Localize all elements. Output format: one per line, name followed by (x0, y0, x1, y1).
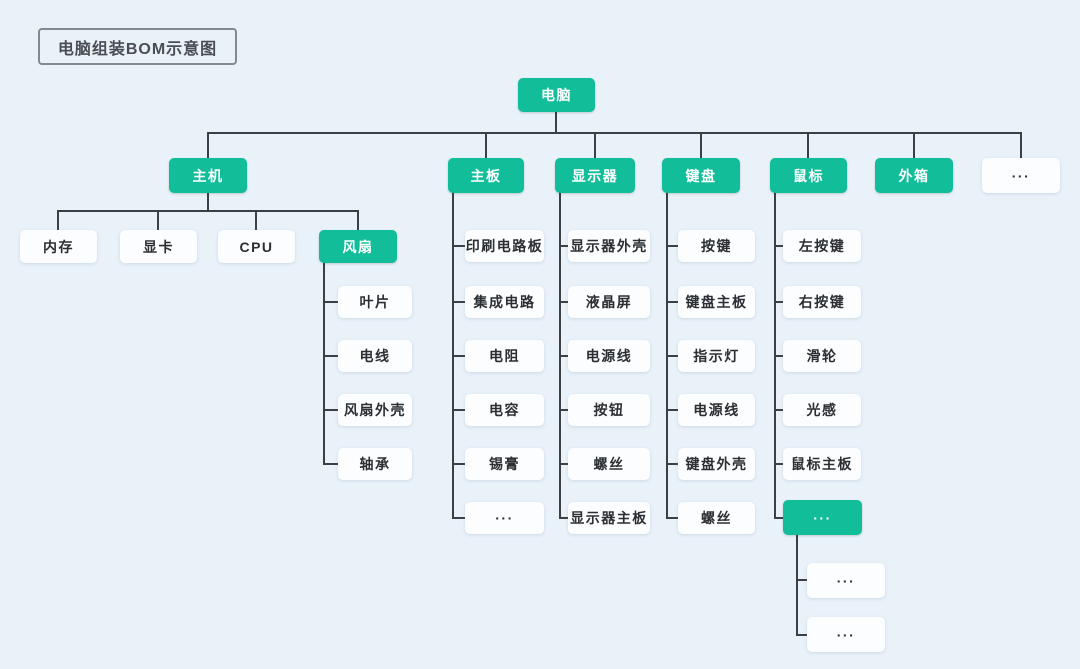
node-more-level2: ··· (982, 158, 1060, 193)
node-fan-wire: 电线 (338, 340, 412, 372)
node-monitor-button: 按钮 (568, 394, 650, 426)
node-monitor-board: 显示器主板 (568, 502, 650, 534)
node-fan: 风扇 (319, 230, 397, 263)
node-right-button: 右按键 (783, 286, 861, 318)
connector-line (559, 409, 569, 411)
connector-line (796, 634, 808, 636)
connector-line (774, 245, 784, 247)
node-light-sensor: 光感 (783, 394, 861, 426)
connector-line (666, 517, 679, 519)
node-resistor: 电阻 (465, 340, 544, 372)
connector-line (1020, 132, 1022, 159)
node-monitor-screw: 螺丝 (568, 448, 650, 480)
connector-line (323, 262, 325, 465)
node-keyboard: 键盘 (662, 158, 740, 193)
connector-line (323, 463, 339, 465)
node-outer-box: 外箱 (875, 158, 953, 193)
node-more-sub-1: ··· (807, 563, 885, 598)
connector-line (207, 132, 209, 159)
node-lcd-screen: 液晶屏 (568, 286, 650, 318)
connector-line (559, 517, 569, 519)
node-more-motherboard: ··· (465, 502, 544, 534)
connector-line (774, 463, 784, 465)
connector-line (666, 301, 679, 303)
connector-line (700, 132, 702, 159)
node-fan-blade: 叶片 (338, 286, 412, 318)
connector-line (807, 132, 809, 159)
connector-line (452, 245, 466, 247)
connector-line (485, 132, 487, 159)
connector-line (666, 463, 679, 465)
node-more-mouse: ··· (783, 500, 862, 535)
connector-line (666, 409, 679, 411)
connector-line (796, 579, 808, 581)
connector-line (559, 245, 569, 247)
connector-line (559, 355, 569, 357)
connector-line (774, 301, 784, 303)
connector-line (559, 301, 569, 303)
node-host: 主机 (169, 158, 247, 193)
connector-line (666, 245, 679, 247)
node-pcb: 印刷电路板 (465, 230, 544, 262)
node-monitor-power-cord: 电源线 (568, 340, 650, 372)
node-keyboard-power-cord: 电源线 (678, 394, 755, 426)
node-keyboard-housing: 键盘外壳 (678, 448, 755, 480)
node-monitor: 显示器 (555, 158, 635, 193)
node-memory: 内存 (20, 230, 97, 263)
node-cpu: CPU (218, 230, 295, 263)
connector-line (559, 463, 569, 465)
connector-line (207, 192, 209, 212)
node-fan-bearing: 轴承 (338, 448, 412, 480)
node-integrated-circuit: 集成电路 (465, 286, 544, 318)
node-keyboard-board: 键盘主板 (678, 286, 755, 318)
node-left-button: 左按键 (783, 230, 861, 262)
connector-line (357, 210, 359, 231)
node-more-sub-2: ··· (807, 617, 885, 652)
connector-line (452, 517, 466, 519)
connector-line (452, 355, 466, 357)
connector-line (774, 409, 784, 411)
connector-line (555, 111, 557, 134)
connector-line (323, 355, 339, 357)
connector-line (255, 210, 257, 231)
connector-line (913, 132, 915, 159)
connector-line (796, 534, 798, 636)
connector-line (666, 355, 679, 357)
node-indicator-light: 指示灯 (678, 340, 755, 372)
connector-line (774, 355, 784, 357)
node-keys: 按键 (678, 230, 755, 262)
connector-line (452, 463, 466, 465)
connector-line (57, 210, 359, 212)
node-keyboard-screw: 螺丝 (678, 502, 755, 534)
node-capacitor: 电容 (465, 394, 544, 426)
connector-line (207, 132, 1022, 134)
connector-line (452, 409, 466, 411)
node-mouse-board: 鼠标主板 (783, 448, 861, 480)
node-graphics-card: 显卡 (120, 230, 197, 263)
connector-line (323, 301, 339, 303)
connector-line (452, 301, 466, 303)
node-mouse: 鼠标 (770, 158, 847, 193)
node-computer: 电脑 (518, 78, 595, 112)
connector-line (323, 409, 339, 411)
node-motherboard: 主板 (448, 158, 524, 193)
node-scroll-wheel: 滑轮 (783, 340, 861, 372)
diagram-title: 电脑组装BOM示意图 (38, 28, 237, 65)
connector-line (57, 210, 59, 231)
node-fan-housing: 风扇外壳 (338, 394, 412, 426)
connector-line (594, 132, 596, 159)
connector-line (157, 210, 159, 231)
connector-line (774, 517, 784, 519)
node-solder-paste: 锡膏 (465, 448, 544, 480)
node-monitor-housing: 显示器外壳 (568, 230, 650, 262)
